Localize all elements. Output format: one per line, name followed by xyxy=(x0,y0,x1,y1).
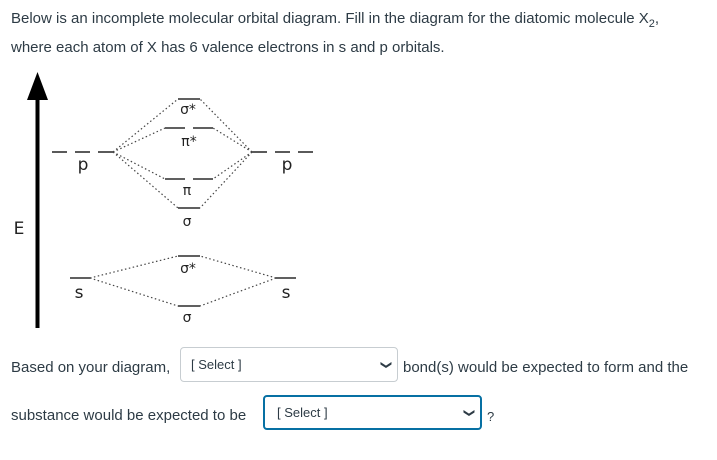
pi-p-label: π xyxy=(183,183,192,199)
sentence-part1: Based on your diagram, xyxy=(11,359,171,376)
correlation-line xyxy=(112,98,179,153)
arrow-up-icon xyxy=(27,72,48,100)
question-subscript: 2 xyxy=(648,18,655,30)
sigma-p-star-label: σ* xyxy=(180,102,196,118)
correlation-lines xyxy=(89,98,277,307)
correlation-line xyxy=(89,277,179,307)
correlation-line xyxy=(212,151,253,180)
left-p-label: p xyxy=(78,155,89,175)
correlation-line xyxy=(112,127,166,153)
correlation-line xyxy=(112,151,166,180)
energy-axis-label: E xyxy=(14,219,25,239)
molecular-orbitals-p: σ* π* π σ xyxy=(165,98,213,230)
correlation-line xyxy=(199,98,253,153)
correlation-line xyxy=(199,151,253,209)
sentence-part3: substance would be expected to be xyxy=(11,407,247,424)
sigma-p-label: σ xyxy=(183,214,192,230)
magnetism-select-value: [ Select ] xyxy=(277,405,328,420)
question-line2: where each atom of X has 6 valence elect… xyxy=(11,39,445,56)
right-p-label: p xyxy=(282,155,293,175)
molecular-orbitals-s: σ* σ xyxy=(178,255,200,326)
question-line1-end: , xyxy=(654,10,660,27)
correlation-line xyxy=(89,255,179,279)
pi-p-star-label: π* xyxy=(181,134,196,150)
right-p-orbitals: p xyxy=(252,151,313,175)
correlation-line xyxy=(199,255,277,279)
question-text: Below is an incomplete molecular orbital… xyxy=(11,7,711,60)
mo-diagram: E p p s s σ* π* π σ σ* xyxy=(14,72,313,328)
bond-count-select-value: [ Select ] xyxy=(191,357,242,372)
right-s-orbital: s xyxy=(276,277,296,303)
sigma-s-label: σ xyxy=(183,310,192,326)
sentence-part4: ? xyxy=(487,409,495,424)
energy-axis: E xyxy=(14,72,48,328)
sentence-part2: bond(s) would be expected to form and th… xyxy=(403,359,689,376)
chevron-down-icon: ❯ xyxy=(379,359,392,370)
question-line1: Below is an incomplete molecular orbital… xyxy=(11,10,649,27)
chevron-down-icon: ❯ xyxy=(462,407,475,418)
energy-axis-shaft xyxy=(35,94,40,328)
sigma-s-star-label: σ* xyxy=(180,261,196,277)
left-p-orbitals: p xyxy=(52,151,113,175)
bond-count-select[interactable]: [ Select ] ❯ xyxy=(180,347,398,382)
correlation-line xyxy=(199,277,277,307)
left-s-orbital: s xyxy=(70,277,90,303)
right-s-label: s xyxy=(282,283,291,303)
left-s-label: s xyxy=(75,283,84,303)
correlation-line xyxy=(112,151,179,209)
magnetism-select[interactable]: [ Select ] ❯ xyxy=(263,395,482,430)
